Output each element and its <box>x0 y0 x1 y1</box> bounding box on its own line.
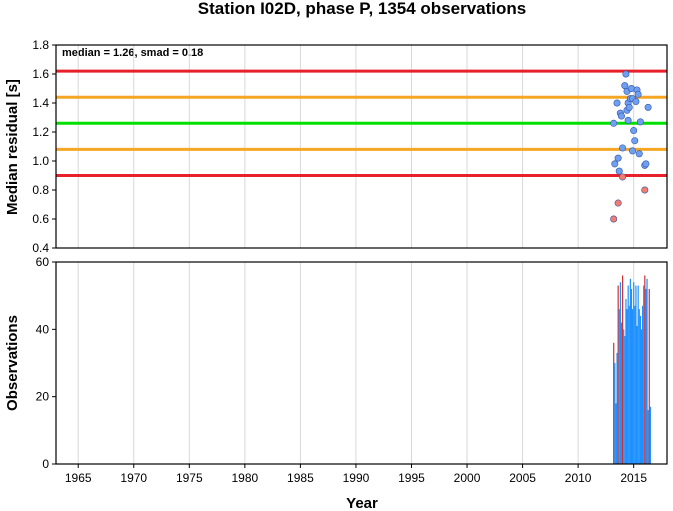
scatter-point <box>641 186 649 194</box>
scatter-point <box>617 112 625 120</box>
observation-bar <box>642 305 644 464</box>
observation-bar <box>648 288 650 464</box>
observation-bar <box>633 282 635 464</box>
scatter-point <box>644 103 652 111</box>
scatter-point <box>629 147 637 155</box>
top-y-tick-label: 1.0 <box>32 154 49 168</box>
observation-bar <box>647 410 649 464</box>
observation-bar <box>615 403 617 464</box>
observation-bar <box>622 275 624 464</box>
x-tick-label: 2005 <box>509 471 536 485</box>
observation-bar <box>635 285 637 464</box>
scatter-point <box>614 154 622 162</box>
observation-bar <box>644 275 646 464</box>
scatter-point <box>610 119 618 127</box>
top-y-tick-label: 0.4 <box>32 241 49 255</box>
observation-bar <box>628 305 630 464</box>
scatter-point <box>611 160 619 168</box>
observation-bar <box>618 309 620 464</box>
observation-bar <box>614 363 616 464</box>
observation-bar <box>624 336 626 464</box>
scatter-point <box>642 160 650 168</box>
scatter-point <box>632 98 640 106</box>
scatter-point <box>621 82 629 90</box>
observation-bar <box>619 282 621 464</box>
chart-title: Station I02D, phase P, 1354 observations <box>198 0 527 18</box>
top-y-tick-label: 1.2 <box>32 125 49 139</box>
bottom-plot-frame <box>55 261 668 465</box>
bottom-ylabel: Observations <box>4 315 21 411</box>
stats-annotation: median = 1.26, smad = 0.18 <box>62 47 203 59</box>
scatter-point <box>634 90 642 98</box>
bottom-y-tick-label: 0 <box>42 457 49 471</box>
bottom-y-tick-label: 40 <box>36 322 50 336</box>
observation-bar <box>617 285 619 464</box>
scatter-point <box>615 167 623 175</box>
observation-bar <box>623 329 625 464</box>
scatter-point <box>636 118 644 126</box>
top-y-tick-label: 1.8 <box>32 38 49 52</box>
observation-bar <box>634 305 636 464</box>
observation-bar <box>630 288 633 464</box>
scatter-point <box>619 144 627 152</box>
scatter-point <box>631 137 639 145</box>
scatter-point <box>613 99 621 107</box>
scatter-point <box>622 70 630 78</box>
x-tick-label: 2015 <box>620 471 647 485</box>
top-y-tick-label: 1.4 <box>32 96 49 110</box>
top-y-tick-label: 0.8 <box>32 183 49 197</box>
observation-bar <box>640 329 643 464</box>
observation-bar <box>613 342 615 464</box>
bottom-y-tick-label: 20 <box>36 390 50 404</box>
observation-bar <box>636 325 638 464</box>
scatter-point <box>635 150 643 158</box>
x-tick-label: 1985 <box>287 471 314 485</box>
bottom-y-tick-label: 60 <box>36 255 50 269</box>
observation-bar <box>639 315 641 464</box>
observation-bar <box>646 278 648 464</box>
observation-bar <box>643 285 645 464</box>
x-tick-label: 2000 <box>454 471 481 485</box>
top-y-tick-label: 0.6 <box>32 212 49 226</box>
scatter-point <box>630 127 638 135</box>
top-plot-frame <box>55 44 668 249</box>
scatter-point <box>619 173 627 181</box>
observation-bar <box>620 322 623 464</box>
observation-bar <box>627 285 629 464</box>
observation-bar <box>637 285 639 464</box>
observation-bar <box>649 406 651 464</box>
plot-layer: 1965 1970 1975 1980 1985 1990 1995 2000 2005 2010… <box>32 38 668 485</box>
observation-bar <box>629 278 631 464</box>
x-tick-label: 1965 <box>65 471 92 485</box>
observation-bar <box>616 352 618 464</box>
observation-bar <box>632 309 634 464</box>
x-tick-label: 1990 <box>343 471 370 485</box>
bottom-xlabel: Year <box>346 495 378 511</box>
top-y-tick-label: 1.6 <box>32 67 49 81</box>
scatter-point <box>624 116 632 124</box>
observation-bar <box>638 309 640 464</box>
observation-bar <box>626 309 628 464</box>
x-tick-label: 1970 <box>120 471 147 485</box>
scatter-point <box>614 199 622 207</box>
observation-bar <box>625 299 627 464</box>
observation-bar <box>645 288 647 464</box>
scatter-point <box>610 215 618 223</box>
x-tick-label: 1975 <box>176 471 203 485</box>
scatter-point <box>625 103 633 111</box>
x-tick-label: 1995 <box>398 471 425 485</box>
x-tick-label: 2010 <box>565 471 592 485</box>
top-ylabel: Median residual [s] <box>4 79 21 215</box>
x-tick-label: 1980 <box>232 471 259 485</box>
